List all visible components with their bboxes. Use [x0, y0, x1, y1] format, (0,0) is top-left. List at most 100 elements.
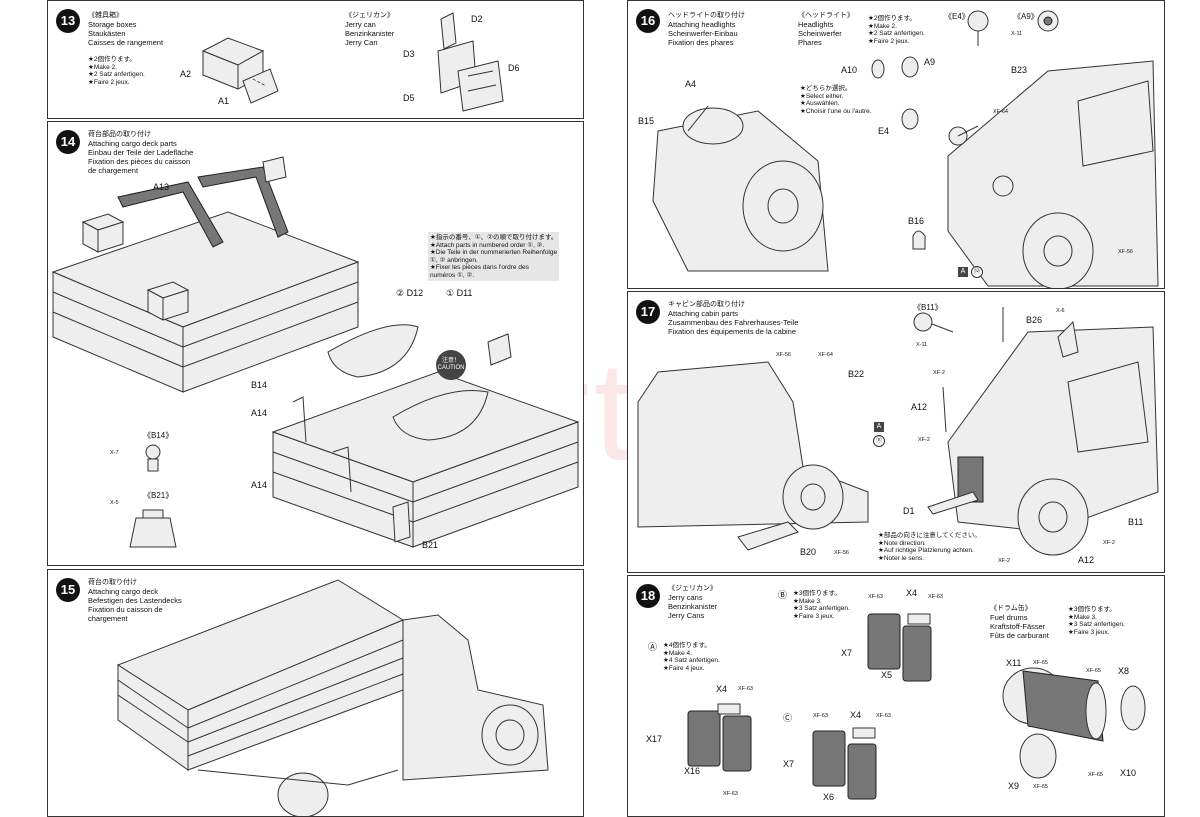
part-x5: X5 — [881, 670, 893, 680]
part-x17: X17 — [646, 734, 663, 744]
variant-b-marker: Ⓑ — [778, 590, 788, 600]
marker-a: A — [958, 267, 968, 277]
part-b15: B15 — [638, 116, 655, 126]
part-b26: B26 — [1026, 315, 1043, 325]
marker-12: ⑫ — [971, 266, 983, 278]
paint-xf56: XF-56 — [1118, 249, 1133, 255]
truck-cargo-drawing — [116, 579, 549, 816]
headlight-drawing — [652, 10, 1159, 288]
paint-x5: X-5 — [110, 500, 119, 506]
part-e4: E4 — [878, 126, 890, 136]
part-x6: X6 — [823, 792, 835, 802]
headlights-make-note: ★2個作ります。★Make 2.★2 Satz anfertigen.★Fair… — [868, 15, 925, 45]
part-b16: B16 — [908, 216, 925, 226]
cabin-drawing — [637, 307, 1159, 556]
part-x9: X9 — [1008, 781, 1020, 791]
step-18-number: 18 — [636, 584, 660, 608]
step-13-number: 13 — [56, 9, 80, 33]
paint-x6: X-6 — [1056, 308, 1065, 314]
marker-a-17: A — [874, 422, 884, 432]
paint-xf63-b: XF-63 — [868, 594, 883, 600]
detail-a9: 《A9》 — [1013, 12, 1039, 21]
part-b21: B21 — [422, 540, 439, 550]
paint-xf63-e: XF-63 — [813, 713, 828, 719]
part-d6: D6 — [508, 63, 520, 73]
paint-xf56-step: XF-56 — [834, 550, 849, 556]
part-b20: B20 — [800, 547, 817, 557]
paint-xf2-d: XF-2 — [998, 558, 1010, 564]
part-x4-a: X4 — [716, 684, 728, 694]
paint-xf65-c: XF-65 — [1033, 784, 1048, 790]
paint-xf2-a: XF-2 — [933, 370, 945, 376]
paint-xf2-c: XF-2 — [1103, 540, 1115, 546]
jerry-can-drawing — [687, 613, 1146, 800]
detail-b14: 《B14》 — [143, 431, 174, 440]
part-a2: A2 — [180, 69, 192, 79]
step-13-make-note: ★2個作ります。★Make 2.★2 Satz anfertigen.★Fair… — [88, 56, 145, 86]
paint-xf63-d: XF-63 — [723, 791, 738, 797]
part-a14-lower: A14 — [251, 480, 268, 490]
part-a10: A10 — [841, 65, 858, 75]
part-b14: B14 — [251, 380, 268, 390]
part-b11: B11 — [1128, 517, 1144, 527]
variant-b-note: ★3個作ります。★Make 3.★3 Satz anfertigen.★Fair… — [793, 590, 850, 620]
caution-text: ★指示の番号、①、②の順で取り付けます。★Attach parts in num… — [428, 232, 560, 281]
part-x10: X10 — [1120, 768, 1137, 778]
detail-e4: 《E4》 — [944, 12, 970, 21]
paint-x7: X-7 — [110, 450, 119, 456]
detail-b11: 《B11》 — [913, 303, 943, 312]
part-a13: A13 — [153, 182, 170, 192]
fuel-drum-note: ★3個作ります。★Make 3.★3 Satz anfertigen.★Fair… — [1068, 606, 1125, 636]
paint-xf65-b: XF-65 — [1086, 668, 1101, 674]
paint-xf65-d: XF-65 — [1088, 772, 1103, 778]
part-a12-upper: A12 — [911, 402, 928, 412]
storage-box-drawing — [201, 12, 504, 112]
part-d3: D3 — [403, 49, 415, 59]
note-direction: ★部品の向きに注意してください。★Note direction.★Auf ric… — [878, 532, 981, 562]
part-d1: D1 — [903, 506, 915, 516]
paint-x11-b11: X-11 — [916, 342, 928, 348]
part-d11: ① D11 — [446, 288, 473, 298]
part-x7-c: X7 — [783, 759, 795, 769]
paint-xf64: XF-64 — [993, 109, 1008, 115]
paint-xf63-a: XF-63 — [738, 686, 753, 692]
detail-b21: 《B21》 — [143, 491, 174, 500]
part-d2: D2 — [471, 14, 483, 24]
caution-badge: 注意！ CAUTION — [436, 350, 466, 380]
paint-xf63-c: XF-63 — [928, 594, 943, 600]
step-16-number: 16 — [636, 9, 660, 33]
part-b23: B23 — [1011, 65, 1028, 75]
step-15-number: 15 — [56, 578, 80, 602]
paint-xf2-b: XF-2 — [918, 437, 930, 443]
part-a14-upper: A14 — [251, 408, 268, 418]
paint-x11-a9: X-11 — [1011, 31, 1023, 37]
step-17-number: 17 — [636, 300, 660, 324]
part-d5: D5 — [403, 93, 415, 103]
step-14-number: 14 — [56, 130, 80, 154]
part-a9: A9 — [924, 57, 936, 67]
part-x4-c: X4 — [850, 710, 862, 720]
cargo-deck-drawing — [51, 156, 580, 548]
marker-11: ⑪ — [873, 435, 885, 447]
variant-a-marker: Ⓐ — [648, 642, 658, 652]
select-either-note: ★どちらか選択。★Select either.★Auswählen.★Chois… — [800, 85, 872, 115]
part-a12-lower: A12 — [1078, 555, 1095, 565]
part-x4-b: X4 — [906, 588, 918, 598]
paint-xf64-cabin: XF-64 — [818, 352, 833, 358]
part-x8: X8 — [1118, 666, 1130, 676]
paint-xf63-f: XF-63 — [876, 713, 891, 719]
paint-xf65-a: XF-65 — [1033, 660, 1048, 666]
